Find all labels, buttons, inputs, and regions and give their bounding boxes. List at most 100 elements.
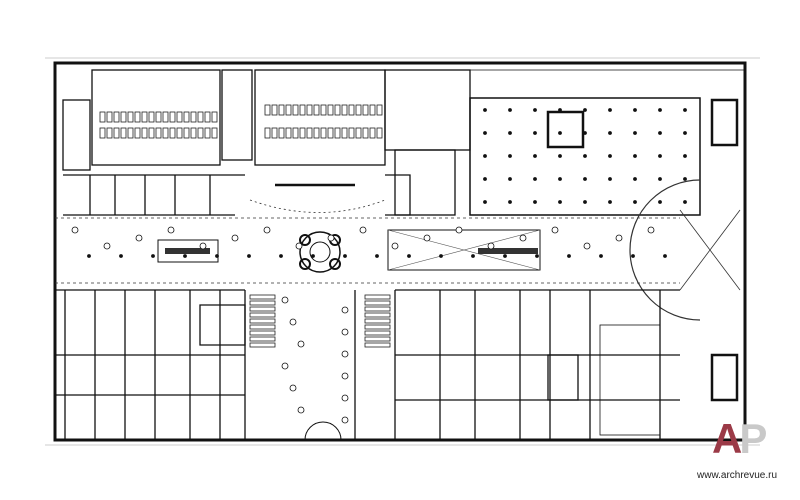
column-marker: [508, 108, 512, 112]
column-marker: [533, 200, 537, 204]
stall: [271, 104, 278, 116]
stall: [134, 111, 141, 123]
stall: [249, 336, 276, 342]
column-marker: [183, 254, 187, 258]
column-marker: [658, 108, 662, 112]
stall: [134, 127, 141, 139]
stall: [211, 111, 218, 123]
stall: [271, 127, 278, 139]
column-marker: [343, 254, 347, 258]
stall: [299, 127, 306, 139]
column-marker: [583, 200, 587, 204]
stall: [127, 111, 134, 123]
stall: [292, 104, 299, 116]
column-marker: [199, 242, 207, 250]
stall: [327, 104, 334, 116]
stall: [313, 104, 320, 116]
stall: [106, 127, 113, 139]
stall: [141, 111, 148, 123]
column-marker: [247, 254, 251, 258]
column-marker: [439, 254, 443, 258]
stall: [148, 127, 155, 139]
stall: [327, 127, 334, 139]
watermark-logo: AP: [712, 415, 767, 462]
stall: [362, 127, 369, 139]
column-marker: [215, 254, 219, 258]
column-marker: [583, 177, 587, 181]
stall: [362, 104, 369, 116]
column-marker: [633, 154, 637, 158]
column-marker: [263, 226, 271, 234]
column-marker: [658, 200, 662, 204]
column-marker: [663, 254, 667, 258]
column-marker: [558, 200, 562, 204]
column-marker: [508, 177, 512, 181]
column-marker: [508, 200, 512, 204]
column-marker: [683, 154, 687, 158]
column-marker: [508, 154, 512, 158]
stall: [334, 104, 341, 116]
stall: [190, 111, 197, 123]
stall: [113, 127, 120, 139]
column-marker: [289, 384, 297, 392]
column-marker: [533, 131, 537, 135]
stall: [369, 127, 376, 139]
stall: [320, 127, 327, 139]
column-marker: [683, 108, 687, 112]
column-marker: [533, 177, 537, 181]
column-marker: [407, 254, 411, 258]
column-marker: [608, 154, 612, 158]
stall: [155, 111, 162, 123]
stall: [106, 111, 113, 123]
stall: [249, 312, 276, 318]
column-marker: [599, 254, 603, 258]
stall: [278, 127, 285, 139]
column-marker: [608, 177, 612, 181]
column-marker: [503, 254, 507, 258]
stall: [204, 127, 211, 139]
column-marker: [647, 226, 655, 234]
column-marker: [633, 108, 637, 112]
parking-stalls: [99, 104, 391, 348]
column-marker: [487, 242, 495, 250]
stall: [99, 127, 106, 139]
column-marker: [471, 254, 475, 258]
stall: [183, 111, 190, 123]
stall: [120, 127, 127, 139]
column-marker: [658, 131, 662, 135]
stall: [211, 127, 218, 139]
stall: [341, 127, 348, 139]
column-marker: [483, 154, 487, 158]
stall: [190, 127, 197, 139]
stall: [148, 111, 155, 123]
stall: [169, 127, 176, 139]
column-marker: [231, 234, 239, 242]
stall: [285, 127, 292, 139]
stall: [306, 127, 313, 139]
column-marker: [341, 394, 349, 402]
column-marker: [341, 328, 349, 336]
stall: [364, 312, 391, 318]
column-marker: [341, 306, 349, 314]
column-marker: [533, 108, 537, 112]
column-marker: [608, 131, 612, 135]
structural-columns: [71, 108, 687, 424]
stall: [249, 342, 276, 348]
column-marker: [683, 131, 687, 135]
column-marker: [633, 200, 637, 204]
column-marker: [327, 234, 335, 242]
stall: [197, 127, 204, 139]
stall: [364, 330, 391, 336]
column-marker: [683, 177, 687, 181]
stall: [364, 336, 391, 342]
stall: [334, 127, 341, 139]
column-marker: [683, 200, 687, 204]
stall: [162, 111, 169, 123]
stall: [141, 127, 148, 139]
column-marker: [608, 200, 612, 204]
column-marker: [341, 416, 349, 424]
stall: [120, 111, 127, 123]
column-marker: [297, 340, 305, 348]
stall: [376, 104, 383, 116]
stall: [249, 306, 276, 312]
